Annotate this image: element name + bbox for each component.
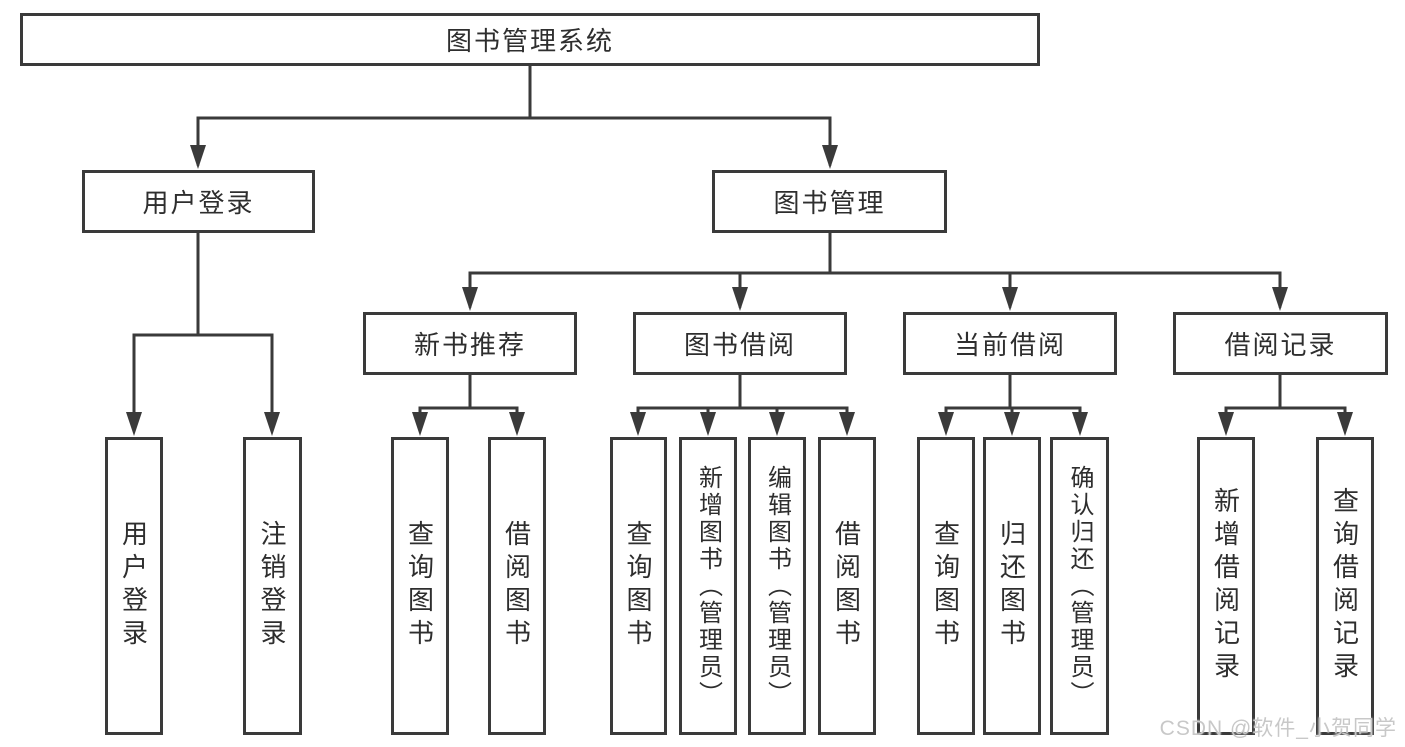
node-new-book-recommend: 新书推荐 bbox=[363, 312, 577, 375]
leaf-return-book: 归还图书 bbox=[983, 437, 1041, 735]
leaf-query-books-current: 查询图书 bbox=[917, 437, 975, 735]
leaf-user-login: 用户登录 bbox=[105, 437, 163, 735]
connector-path bbox=[132, 64, 1347, 432]
leaf-query-books-recommend: 查询图书 bbox=[391, 437, 449, 735]
node-user-login: 用户登录 bbox=[82, 170, 315, 233]
leaf-borrow-books-recommend: 借阅图书 bbox=[488, 437, 546, 735]
leaf-add-borrow-record: 新增借阅记录 bbox=[1197, 437, 1255, 735]
node-book-management: 图书管理 bbox=[712, 170, 947, 233]
node-borrow-records: 借阅记录 bbox=[1173, 312, 1388, 375]
leaf-confirm-return-admin: 确认归还（管理员） bbox=[1050, 437, 1109, 735]
leaf-query-borrow-record: 查询借阅记录 bbox=[1316, 437, 1374, 735]
arrowheads bbox=[126, 145, 1353, 436]
leaf-add-book-admin: 新增图书（管理员） bbox=[679, 437, 737, 735]
watermark: CSDN @软件_小贺同学 bbox=[1159, 717, 1397, 740]
leaf-query-books-borrow: 查询图书 bbox=[610, 437, 667, 735]
node-book-borrow: 图书借阅 bbox=[633, 312, 847, 375]
leaf-borrow-books: 借阅图书 bbox=[818, 437, 876, 735]
leaf-edit-book-admin: 编辑图书（管理员） bbox=[748, 437, 806, 735]
leaf-logout: 注销登录 bbox=[243, 437, 302, 735]
node-root: 图书管理系统 bbox=[20, 13, 1040, 66]
node-current-borrow: 当前借阅 bbox=[903, 312, 1117, 375]
